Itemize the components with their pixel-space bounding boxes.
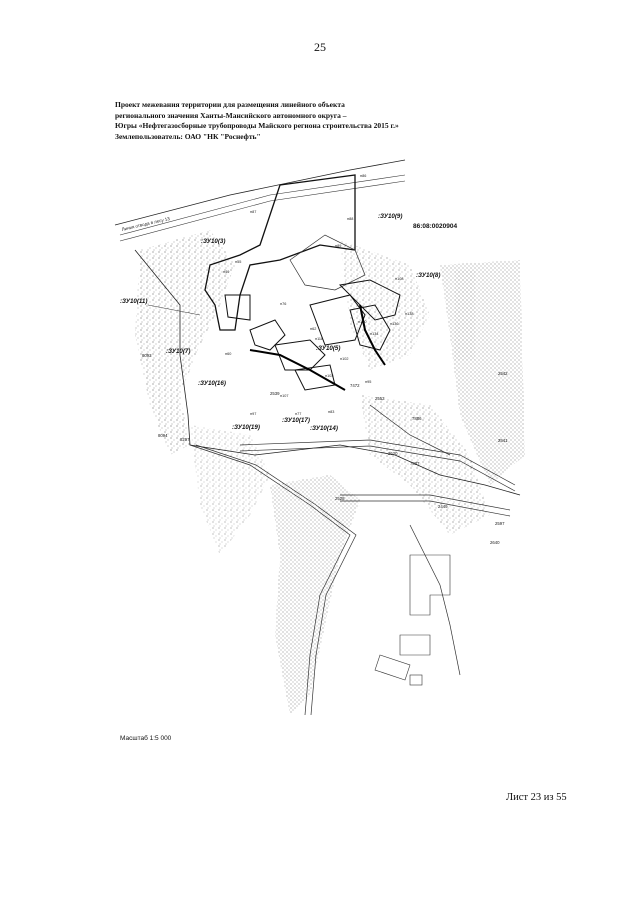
page-number: 25 <box>314 40 326 54</box>
header-line-3: Югры «Нефтегазосборные трубопроводы Майс… <box>115 121 399 130</box>
svg-text:н76: н76 <box>280 302 286 306</box>
parcel-label-19: :ЗУ10(19) <box>232 424 260 431</box>
parcel-11-leader <box>147 304 201 316</box>
svg-text:н95: н95 <box>365 380 371 384</box>
svg-text:8094: 8094 <box>158 433 168 438</box>
stipple-zone-center <box>340 240 430 370</box>
svg-text:н77: н77 <box>295 412 301 416</box>
svg-text:7886: 7886 <box>412 416 422 421</box>
svg-text:н136: н136 <box>390 322 398 326</box>
header-line-4: Землепользователь: ОАО "НК "Роснефть" <box>115 131 261 141</box>
svg-text:2597: 2597 <box>495 521 505 526</box>
svg-text:н86: н86 <box>360 174 366 178</box>
parcel-label-7: :ЗУ10(7) <box>166 348 190 355</box>
stipple-zone-southwest <box>190 425 270 555</box>
parcel-labels: :ЗУ10(9) :ЗУ10(3) :ЗУ10(8) :ЗУ10(11) :ЗУ… <box>120 213 440 432</box>
parcel-label-8: :ЗУ10(8) <box>416 272 440 279</box>
sheet-counter: Лист 23 из 55 <box>506 792 567 803</box>
parcel-3-outline <box>204 174 356 331</box>
svg-text:н108: н108 <box>395 277 403 281</box>
header-line-2: регионального значения Ханты-Мансийского… <box>115 110 347 120</box>
svg-text:н134: н134 <box>370 332 378 336</box>
svg-text:н103: н103 <box>325 374 333 378</box>
svg-text:н87: н87 <box>250 210 256 214</box>
svg-text:н130: н130 <box>358 320 366 324</box>
map-boundary-line <box>114 159 521 496</box>
svg-text:н102: н102 <box>340 357 348 361</box>
parcel-label-3: :ЗУ10(3) <box>201 238 225 245</box>
svg-text:2539: 2539 <box>270 391 280 396</box>
svg-text:н138: н138 <box>405 312 413 316</box>
parcel-label-17: :ЗУ10(17) <box>282 417 310 424</box>
svg-text:н107: н107 <box>280 394 288 398</box>
svg-text:н55: н55 <box>235 260 241 264</box>
svg-text:н60: н60 <box>225 352 231 356</box>
pipeline-route-bold <box>249 304 386 391</box>
svg-text:2541: 2541 <box>498 438 508 443</box>
cadastral-number: 86:08:0020904 <box>413 223 457 230</box>
svg-text:2640: 2640 <box>490 540 500 545</box>
svg-text:н118: н118 <box>315 337 323 341</box>
svg-text:2449: 2449 <box>438 504 448 509</box>
svg-text:8297: 8297 <box>180 437 190 442</box>
point-labels: н86 н87 н88 н89 н49 н55 н76 н62 н118 н130 н13… <box>223 174 413 416</box>
svg-text:н62: н62 <box>310 327 316 331</box>
svg-text:7887: 7887 <box>410 461 420 466</box>
parcel-label-9: :ЗУ10(9) <box>378 213 402 220</box>
parcel-label-16: :ЗУ10(16) <box>198 380 226 387</box>
parcel-label-11: :ЗУ10(11) <box>120 298 147 305</box>
svg-text:н88: н88 <box>347 217 353 221</box>
svg-text:2528: 2528 <box>335 496 345 501</box>
structures-south <box>374 554 451 686</box>
header-line-1: Проект межевания территории для размещен… <box>115 100 345 109</box>
svg-text:2620: 2620 <box>388 451 398 456</box>
road-lines <box>119 174 406 242</box>
contour-numbers: 2542 2541 2528 2620 2539 2449 2597 2640 … <box>142 353 508 545</box>
grey-field-east <box>455 270 475 360</box>
svg-text:8093: 8093 <box>142 353 152 358</box>
svg-text:2542: 2542 <box>498 371 508 376</box>
parcel-cluster <box>224 279 401 391</box>
stipple-zone-west <box>135 230 235 455</box>
scale-label: Масштаб 1:5 000 <box>120 735 172 742</box>
svg-text:н83: н83 <box>328 410 334 414</box>
svg-text:н89: н89 <box>335 244 341 248</box>
parcel-label-14: :ЗУ10(14) <box>310 425 338 432</box>
svg-text:н49: н49 <box>223 270 229 274</box>
parcel-label-5: :ЗУ10(5) <box>316 345 340 352</box>
stipple-zone-south <box>270 475 360 715</box>
svg-text:н97: н97 <box>250 412 256 416</box>
svg-text:2553: 2553 <box>375 396 385 401</box>
svg-text:7472: 7472 <box>350 383 360 388</box>
document-header: Проект межевания территории для размещен… <box>115 100 455 142</box>
parcel-3-inner <box>289 234 366 291</box>
